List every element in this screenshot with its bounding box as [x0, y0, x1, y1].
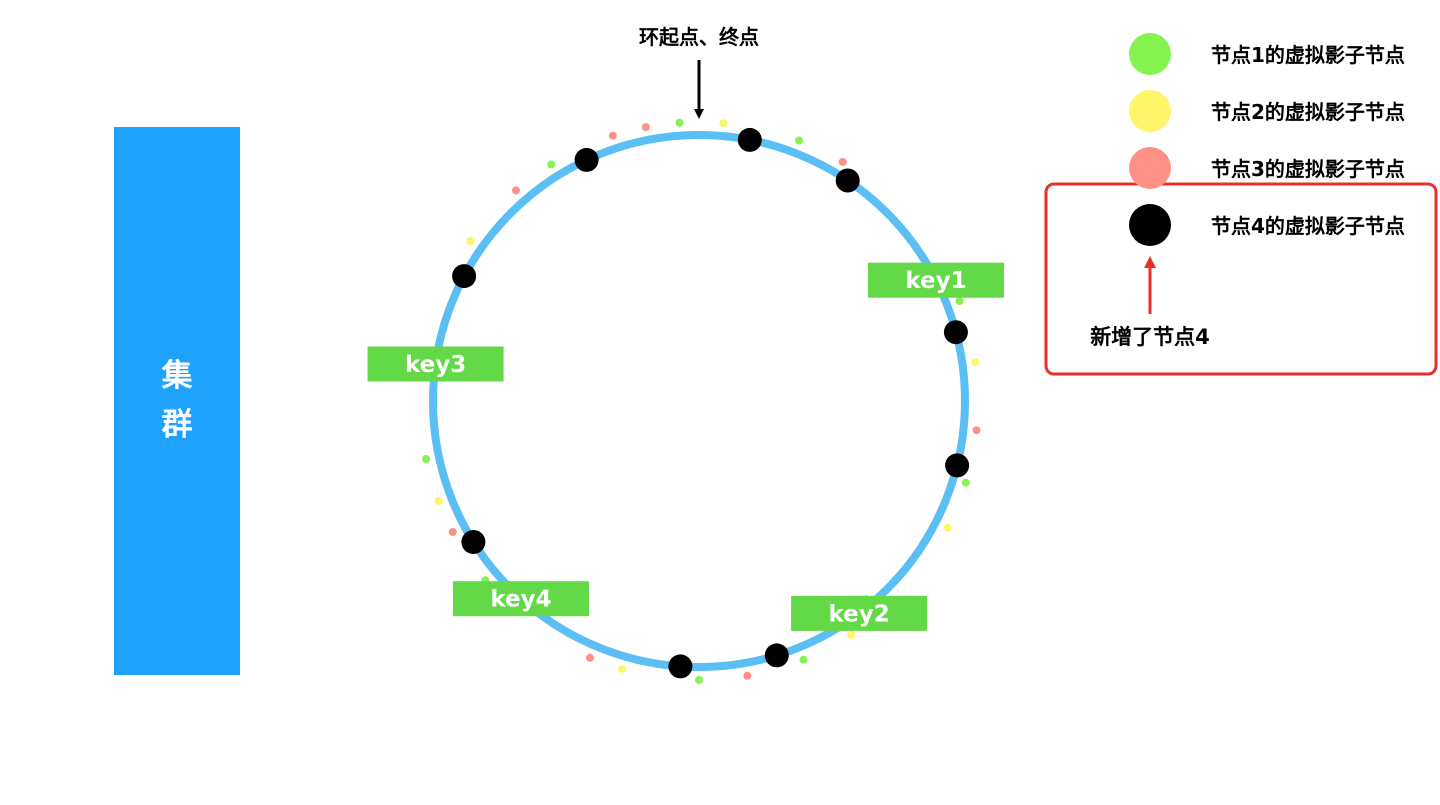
ring-start-label: 环起点、终点 [639, 25, 759, 49]
virtual-node-node4 [574, 147, 599, 172]
virtual-node-node3 [641, 123, 650, 132]
virtual-node-node3 [512, 186, 520, 195]
virtual-node-node4 [737, 127, 762, 152]
legend-item-node1: 节点1的虚拟影子节点 [1129, 33, 1405, 75]
virtual-node-layer [422, 118, 981, 684]
virtual-node-node3 [608, 131, 617, 140]
key-label-text: key1 [905, 268, 966, 294]
legend-label: 节点2的虚拟影子节点 [1211, 100, 1405, 124]
virtual-node-node1 [961, 478, 970, 487]
key-label-box [453, 581, 589, 617]
legend-swatch [1129, 147, 1171, 189]
virtual-node-node4 [943, 320, 968, 345]
virtual-node-node1 [955, 297, 964, 305]
hash-ring [429, 131, 969, 671]
key-label-box [868, 262, 1004, 298]
legend-swatch [1129, 90, 1171, 132]
virtual-node-node3 [972, 426, 981, 435]
legend-item-node4: 节点4的虚拟影子节点 [1129, 204, 1405, 246]
virtual-node-node4 [764, 643, 789, 668]
virtual-node-node3 [838, 157, 847, 166]
virtual-node-node4 [452, 264, 477, 289]
key-label-3: key3 [367, 346, 504, 382]
virtual-node-node1 [422, 455, 431, 463]
legend-swatch [1129, 33, 1171, 75]
virtual-node-node1 [795, 136, 803, 145]
key-label-box [367, 346, 504, 382]
key-label-box [791, 595, 928, 631]
key-layer: key1 key2 key3 key4 [367, 262, 1004, 631]
virtual-node-node2 [847, 631, 855, 639]
virtual-node-node2 [719, 119, 728, 128]
virtual-node-node3 [448, 528, 457, 536]
legend-item-node3: 节点3的虚拟影子节点 [1129, 147, 1405, 189]
virtual-node-node1 [695, 676, 703, 684]
key-label-2: key2 [791, 595, 928, 631]
key-label-text: key4 [490, 587, 551, 613]
virtual-node-node2 [434, 497, 443, 505]
virtual-node-node4 [945, 453, 970, 478]
virtual-node-node2 [618, 665, 627, 674]
key-label-4: key4 [453, 581, 589, 617]
legend-item-node2: 节点2的虚拟影子节点 [1129, 90, 1405, 132]
virtual-node-node4 [668, 654, 693, 679]
virtual-node-node3 [586, 653, 594, 662]
cluster-label: 集群 [161, 358, 193, 443]
virtual-node-node2 [466, 237, 475, 245]
key-label-text: key2 [828, 601, 889, 627]
key-label-1: key1 [868, 262, 1004, 298]
legend-label: 节点4的虚拟影子节点 [1211, 214, 1405, 238]
legend-label: 节点1的虚拟影子节点 [1211, 43, 1405, 67]
new-node-callout-label: 新增了节点4 [1090, 325, 1210, 349]
cluster-bar: 集群 [114, 127, 240, 675]
legend-label: 节点3的虚拟影子节点 [1211, 157, 1405, 181]
virtual-node-node4 [835, 168, 860, 193]
virtual-node-node1 [799, 655, 808, 664]
legend-swatch [1129, 204, 1171, 246]
new-node-callout-box [1044, 182, 1438, 376]
virtual-node-node3 [743, 671, 752, 680]
virtual-node-node2 [943, 523, 952, 532]
virtual-node-node2 [971, 358, 980, 367]
virtual-node-node1 [675, 118, 684, 127]
virtual-node-node1 [547, 160, 556, 169]
virtual-node-node4 [461, 530, 486, 554]
key-label-text: key3 [405, 352, 466, 378]
